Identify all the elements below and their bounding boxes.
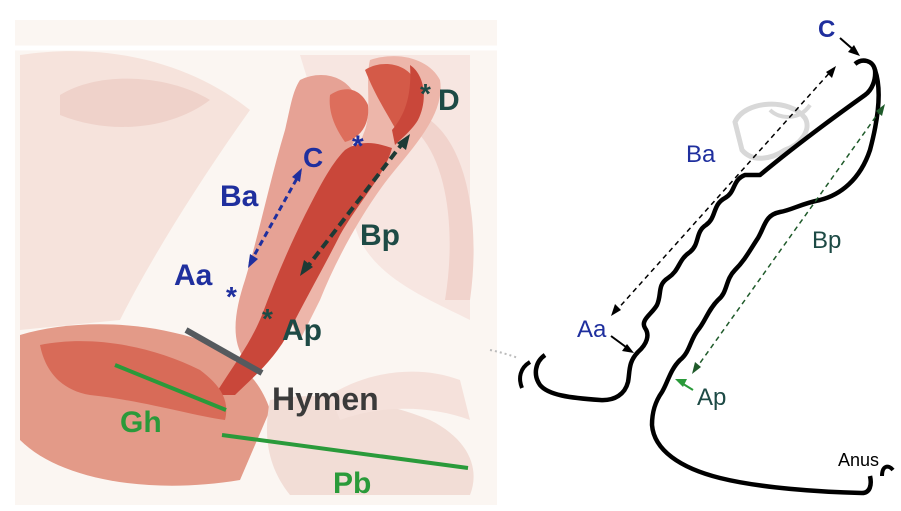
ba-arrow-right-head-bottom — [611, 304, 621, 316]
star-c-left: * — [352, 130, 364, 163]
anus-outline — [882, 467, 893, 476]
label-c-left: C — [303, 142, 323, 173]
star-d-left: * — [420, 78, 431, 109]
introitus-mark — [520, 362, 530, 388]
star-aa-left: * — [226, 281, 237, 312]
bp-arrow-right-head-bottom — [692, 362, 701, 374]
label-bp-left: Bp — [360, 219, 400, 252]
label-anus: Anus — [838, 450, 879, 470]
label-gh: Gh — [120, 406, 162, 439]
label-d-left: D — [438, 84, 460, 117]
label-pb: Pb — [333, 467, 371, 500]
right-panel: C Ba Bp Aa Ap Anus — [490, 16, 893, 493]
star-ap-left: * — [262, 303, 273, 334]
label-aa-right: Aa — [577, 316, 607, 343]
label-ba-left: Ba — [220, 180, 259, 213]
label-bp-right: Bp — [812, 227, 841, 254]
posterior-vaginal-wall — [652, 70, 879, 493]
label-ba-right: Ba — [686, 141, 716, 168]
left-panel: C * * D Ba Bp Aa * * Ap Hymen Gh Pb — [15, 20, 520, 505]
label-ap-right: Ap — [697, 384, 726, 411]
ba-arrow-right-head-top — [826, 66, 836, 78]
ba-arrow-right — [615, 70, 832, 312]
label-ap-left: Ap — [282, 314, 322, 347]
label-c-right: C — [818, 16, 835, 43]
label-aa-left: Aa — [174, 259, 213, 292]
label-hymen: Hymen — [272, 381, 379, 417]
